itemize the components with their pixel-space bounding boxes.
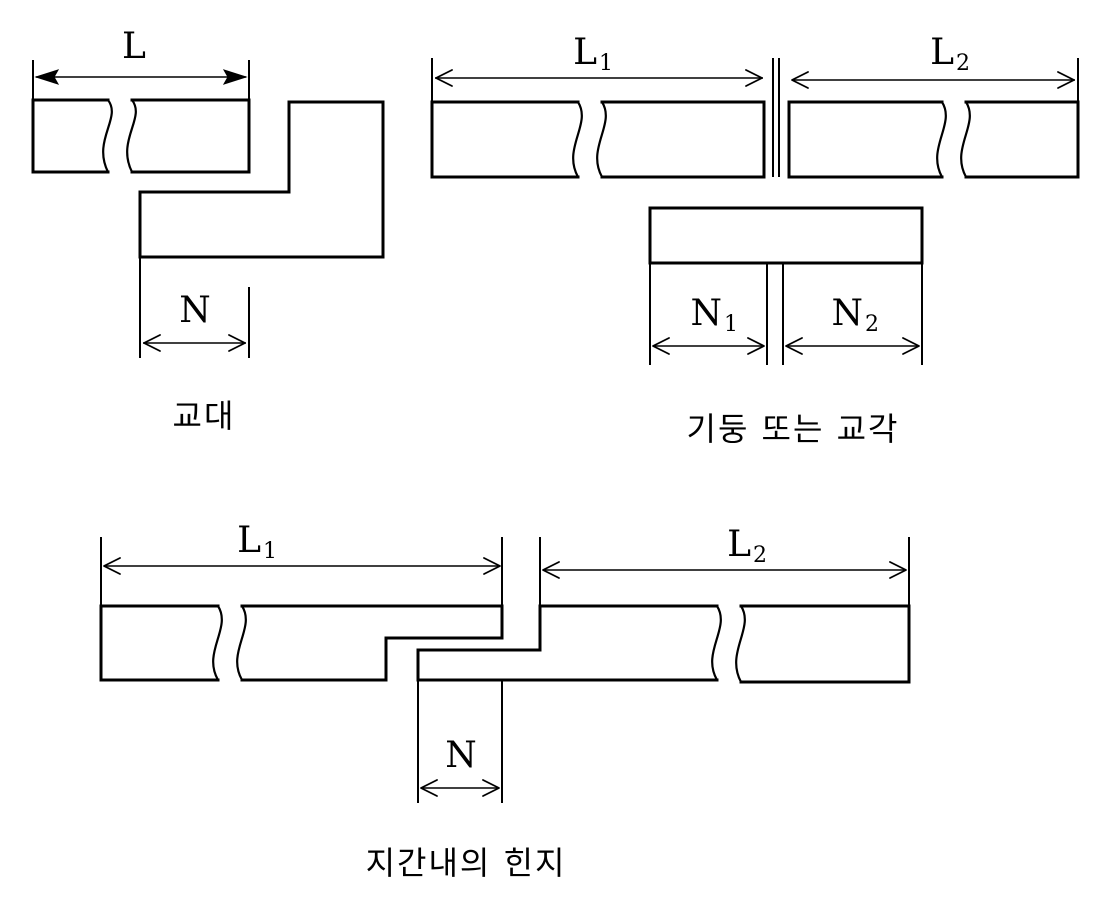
pier-seat1-sub: 1 (724, 312, 738, 337)
abutment-seat-dimension: N (143, 290, 246, 352)
pier-cap (648, 206, 924, 265)
pier-seat2-sub: 2 (865, 312, 879, 337)
pier-seat1-label: N (691, 293, 723, 334)
hinge-seat-label: N (445, 735, 477, 776)
abutment-panel: L N 교대 (31, 26, 385, 435)
abutment-span-label: L (122, 26, 146, 67)
hinge-span2-label: L (727, 524, 751, 565)
abutment-span-dimension: L (34, 26, 248, 85)
abutment-caption: 교대 (173, 397, 236, 435)
hinge-span1-label: L (237, 520, 261, 561)
abutment-seat-label: N (179, 290, 211, 331)
pier-span2-sub: 2 (956, 51, 970, 76)
pier-girder-left (430, 100, 766, 179)
pier-seat1-dimension: N 1 (652, 293, 765, 355)
pier-span2-dimension: L 2 (791, 32, 1075, 89)
abutment-body (138, 100, 385, 259)
pier-seat2-label: N (832, 293, 864, 334)
pier-panel: L 1 L 2 N 1 N 2 기둥 또는 교각 (430, 32, 1080, 448)
hinge-seat-dimension: N (420, 735, 500, 797)
pier-span1-sub: 1 (599, 51, 613, 76)
pier-caption: 기둥 또는 교각 (687, 410, 900, 448)
hinge-girder-left (99, 604, 504, 682)
pier-span2-label: L (930, 32, 954, 73)
hinge-span1-dimension: L 1 (103, 520, 501, 575)
hinge-span2-sub: 2 (753, 543, 767, 568)
pier-girder-right (787, 100, 1080, 179)
abutment-girder (31, 98, 251, 174)
hinge-span1-sub: 1 (263, 539, 277, 564)
pier-span1-label: L (573, 32, 597, 73)
hinge-span2-dimension: L 2 (542, 524, 907, 579)
hinge-girder-right (416, 604, 911, 684)
pier-seat2-dimension: N 2 (785, 293, 920, 355)
hinge-panel: L 1 L 2 N 지간내의 힌지 (99, 520, 911, 882)
pier-span1-dimension: L 1 (435, 32, 763, 87)
hinge-caption: 지간내의 힌지 (366, 844, 567, 882)
